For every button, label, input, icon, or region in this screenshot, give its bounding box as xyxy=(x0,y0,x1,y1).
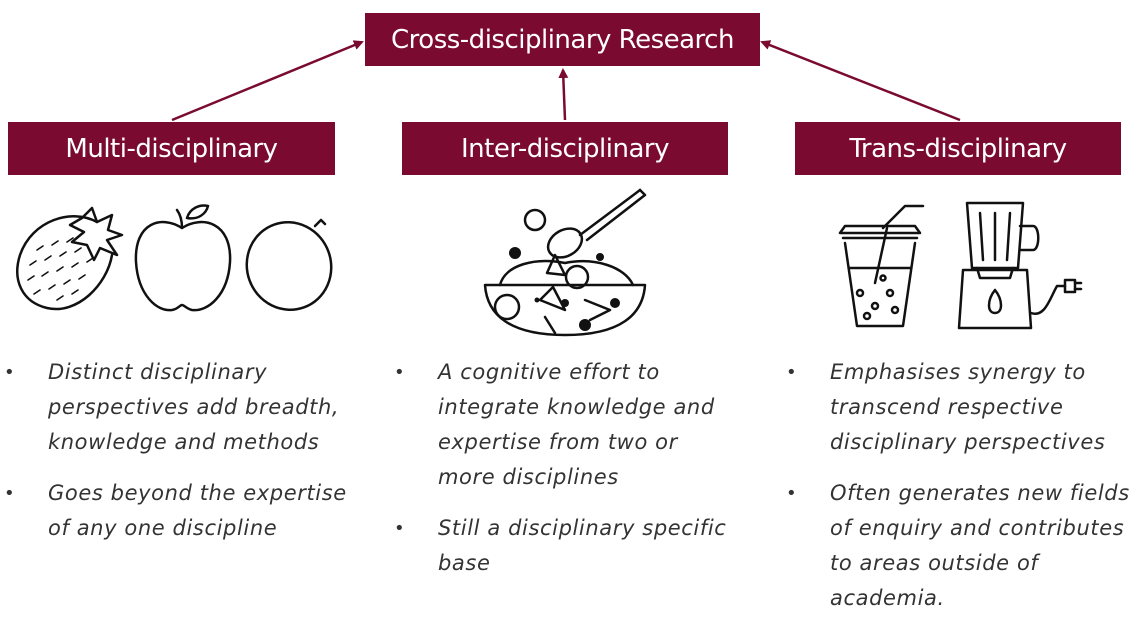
bullet-icon: • xyxy=(786,362,798,383)
list-item: • Emphasises synergy to transcend respec… xyxy=(786,355,1130,460)
apple-icon xyxy=(134,204,232,312)
list-item: • Goes beyond the expertise of any one d… xyxy=(4,476,348,546)
trans-disciplinary-box: Trans-disciplinary xyxy=(795,122,1121,175)
arrow-trans-to-cross xyxy=(760,40,961,122)
list-item: • Distinct disciplinary perspectives add… xyxy=(4,355,348,460)
smoothie-blender-icon xyxy=(838,201,1083,330)
bullet-text: A cognitive effort to integrate knowledg… xyxy=(438,360,715,489)
fruit-salad-bowl-icon xyxy=(483,188,647,337)
multi-disciplinary-bullets: • Distinct disciplinary perspectives add… xyxy=(4,355,348,562)
list-item: • A cognitive effort to integrate knowle… xyxy=(394,355,738,495)
bullet-text: Emphasises synergy to transcend respecti… xyxy=(830,360,1106,454)
cross-disciplinary-box: Cross-disciplinary Research xyxy=(365,13,760,66)
connector-arrows xyxy=(171,40,961,122)
plum-icon xyxy=(245,218,333,312)
arrow-multi-to-cross xyxy=(171,40,364,122)
arrow-inter-to-cross xyxy=(558,68,569,121)
multi-disciplinary-box: Multi-disciplinary xyxy=(8,122,335,175)
smoothie-cup-icon xyxy=(838,204,925,328)
bullet-text: Goes beyond the expertise of any one dis… xyxy=(48,481,347,540)
bullet-text: Often generates new fields of enquiry an… xyxy=(830,481,1130,610)
blender-icon xyxy=(957,201,1083,330)
bullet-text: Distinct disciplinary perspectives add b… xyxy=(48,360,340,454)
list-item: • Still a disciplinary specific base xyxy=(394,511,738,581)
inter-disciplinary-box: Inter-disciplinary xyxy=(402,122,728,175)
three-fruits-icon xyxy=(16,204,333,312)
bullet-icon: • xyxy=(394,518,406,539)
cross-disciplinary-label: Cross-disciplinary Research xyxy=(391,24,734,55)
bullet-text: Still a disciplinary specific base xyxy=(438,516,727,575)
strawberry-icon xyxy=(16,206,124,311)
inter-disciplinary-bullets: • A cognitive effort to integrate knowle… xyxy=(394,355,738,597)
bullet-icon: • xyxy=(4,483,16,504)
bullet-icon: • xyxy=(394,362,406,383)
bullet-icon: • xyxy=(4,362,16,383)
multi-disciplinary-label: Multi-disciplinary xyxy=(65,133,278,164)
list-item: • Often generates new fields of enquiry … xyxy=(786,476,1130,616)
bullet-icon: • xyxy=(786,483,798,504)
trans-disciplinary-bullets: • Emphasises synergy to transcend respec… xyxy=(786,355,1130,632)
inter-disciplinary-label: Inter-disciplinary xyxy=(461,133,669,164)
trans-disciplinary-label: Trans-disciplinary xyxy=(849,133,1067,164)
